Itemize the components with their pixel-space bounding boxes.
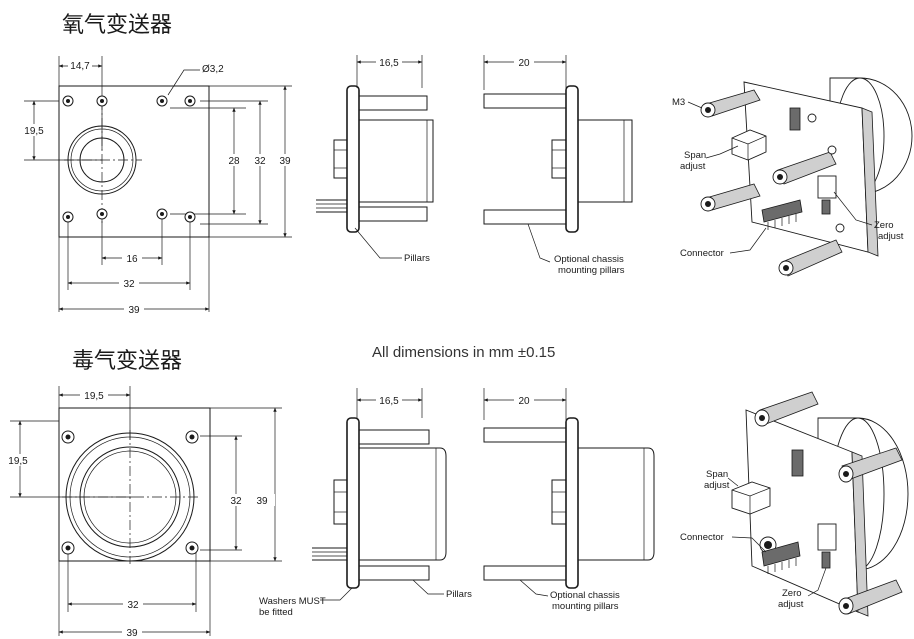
top-side-view-optional-pillars: 20 Optional chassis mounting pillars	[483, 55, 633, 276]
label-optional-2-top: mounting pillars	[558, 265, 625, 276]
top-iso-connector	[761, 199, 803, 223]
dim-28: 28	[228, 156, 240, 167]
label-connector-bottom: Connector	[680, 532, 724, 543]
bottom-side-board	[346, 417, 360, 589]
bottom-side-view-optional-pillars: 20 Optional chassis mounting pillars	[483, 388, 655, 612]
dim-20-bottom: 20	[518, 396, 530, 407]
bottom-isometric-view: Span adjust Connector Zero adjust	[680, 391, 909, 617]
dim-19-5-horizontal: 19,5	[84, 391, 104, 402]
section-title-toxic: 毒气变送器	[72, 349, 182, 374]
bottom-side-view-pillars: 16,5 Washers MUST be fitted Pillars	[259, 388, 472, 618]
label-span-2-top: adjust	[680, 161, 706, 172]
dim-32-horizontal: 32	[123, 279, 135, 290]
bottom-side2-sensor-body	[577, 447, 655, 561]
label-washers-2: be fitted	[259, 607, 293, 618]
label-connector-top: Connector	[680, 248, 724, 259]
dim-hole-diameter: Ø3,2	[202, 64, 224, 75]
label-zero-1-bottom: Zero	[782, 588, 802, 599]
label-zero-2-bottom: adjust	[778, 599, 804, 610]
bottom-iso-connector	[761, 541, 801, 567]
dim-32-vertical-bottom: 32	[230, 496, 242, 507]
dim-16-5-bottom: 16,5	[379, 396, 399, 407]
bottom-sensor-outer-ring	[65, 432, 195, 562]
bottom-front-view: 19,5 19,5 32 39 32 39	[4, 386, 282, 639]
tolerance-note: All dimensions in mm ±0.15	[372, 344, 555, 361]
dim-14-7: 14,7	[70, 61, 90, 72]
bottom-mounting-holes	[61, 430, 199, 555]
top-side2-sensor-body	[577, 119, 633, 203]
dim-39-horizontal-bottom: 39	[126, 628, 138, 639]
dim-39-vertical: 39	[279, 156, 291, 167]
label-pillars-bottom: Pillars	[446, 589, 472, 600]
dim-19-5-vertical: 19,5	[24, 126, 44, 137]
sensor-outer-ring	[67, 125, 137, 195]
top-side-board	[346, 85, 360, 233]
label-optional-2-bottom: mounting pillars	[552, 601, 619, 612]
dim-16: 16	[126, 254, 138, 265]
label-m3: M3	[672, 97, 685, 108]
label-optional-1-bottom: Optional chassis	[550, 590, 620, 601]
label-zero-1-top: Zero	[874, 220, 894, 231]
dim-16-5-top: 16,5	[379, 58, 399, 69]
dim-20-top: 20	[518, 58, 530, 69]
bottom-side-sensor-body	[358, 447, 447, 561]
label-pillars-top: Pillars	[404, 253, 430, 264]
dim-32-horizontal-bottom: 32	[127, 600, 139, 611]
label-span-2-bottom: adjust	[704, 480, 730, 491]
label-optional-1-top: Optional chassis	[554, 254, 624, 265]
top-side-view-pillars: 16,5 Pillars	[316, 55, 434, 264]
dim-39-horizontal: 39	[128, 305, 140, 316]
dim-39-vertical-bottom: 39	[256, 496, 268, 507]
top-side2-board	[565, 85, 579, 233]
top-side-sensor-body	[358, 119, 434, 203]
sensor-face	[79, 137, 125, 183]
top-isometric-view: M3 Span adjust Connector Zero adjust	[672, 77, 913, 277]
top-front-board	[58, 85, 210, 238]
top-front-view: 14,7 Ø3,2 19,5 28 32 39 16 32 39	[20, 56, 293, 316]
bottom-side2-board	[565, 417, 579, 589]
mounting-holes	[62, 95, 196, 223]
dim-32-vertical: 32	[254, 156, 266, 167]
label-zero-2-top: adjust	[878, 231, 904, 242]
label-washers-1: Washers MUST	[259, 596, 326, 607]
label-span-1-top: Span	[684, 150, 706, 161]
label-span-1-bottom: Span	[706, 469, 728, 480]
dim-19-5-vertical-bottom: 19,5	[8, 456, 28, 467]
section-title-oxygen: 氧气变送器	[62, 13, 172, 38]
